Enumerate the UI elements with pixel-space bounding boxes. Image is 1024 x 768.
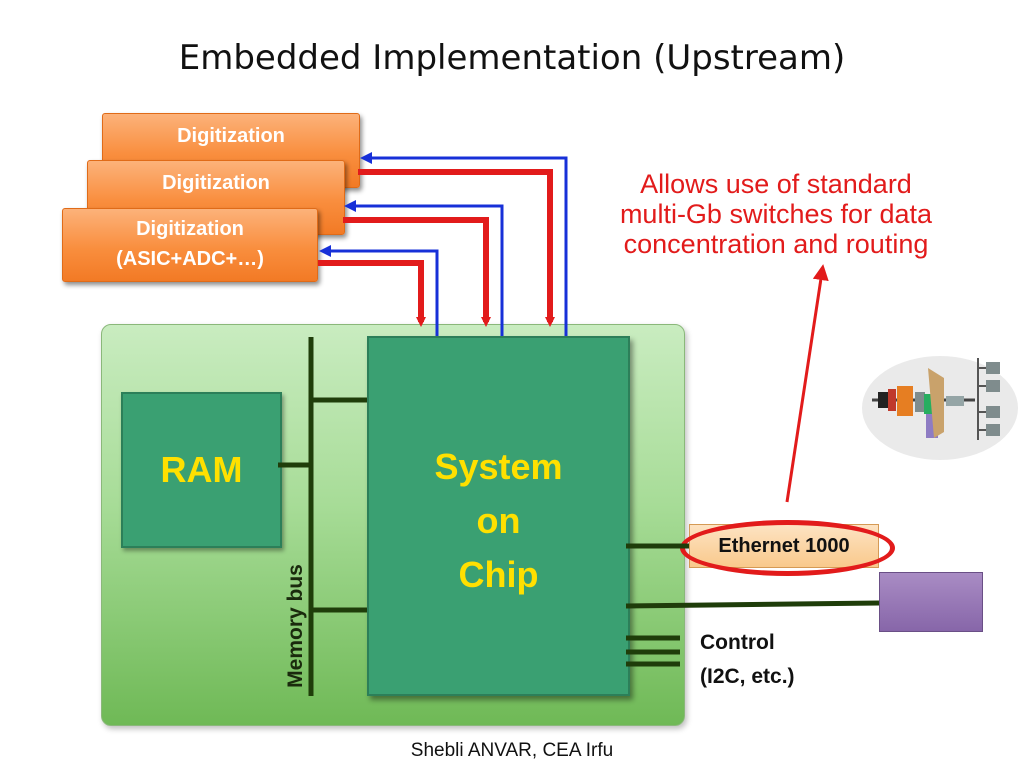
- system-on-chip-block: System on Chip: [367, 336, 630, 696]
- ram-block: RAM: [121, 392, 282, 548]
- digitization-box-front: Digitization (ASIC+ADC+…): [62, 208, 318, 282]
- control-label: Control (I2C, etc.): [700, 626, 795, 694]
- peripheral-block: [879, 572, 983, 632]
- digitization-label-middle: Digitization: [162, 172, 270, 194]
- annotation-text: Allows use of standard multi-Gb switches…: [578, 169, 974, 259]
- network-switch-icon: [862, 356, 1018, 460]
- soc-label-line2: on: [476, 500, 521, 541]
- soc-label-line3: Chip: [458, 554, 539, 595]
- control-label-line2: (I2C, etc.): [700, 665, 795, 688]
- control-label-line1: Control: [700, 631, 775, 654]
- soc-label-line1: System: [434, 446, 563, 487]
- annotation-line2: multi-Gb switches for data: [619, 199, 933, 229]
- annotation-line3: concentration and routing: [623, 229, 929, 259]
- soc-output-lines: [625, 543, 880, 667]
- control-arrows-blue: [319, 152, 568, 336]
- memory-bus: [278, 337, 367, 696]
- slide-title: Embedded Implementation (Upstream): [178, 38, 846, 78]
- ram-label: RAM: [160, 449, 243, 490]
- footer-credit: Shebli ANVAR, CEA Irfu: [410, 740, 614, 761]
- annotation-line1: Allows use of standard: [640, 169, 912, 199]
- data-arrows-red: [318, 169, 555, 327]
- digitization-sublabel-front: (ASIC+ADC+…): [116, 248, 264, 270]
- digitization-label-front: Digitization: [136, 218, 244, 240]
- digitization-label-back: Digitization: [177, 125, 285, 147]
- annotation-arrow: [785, 264, 829, 503]
